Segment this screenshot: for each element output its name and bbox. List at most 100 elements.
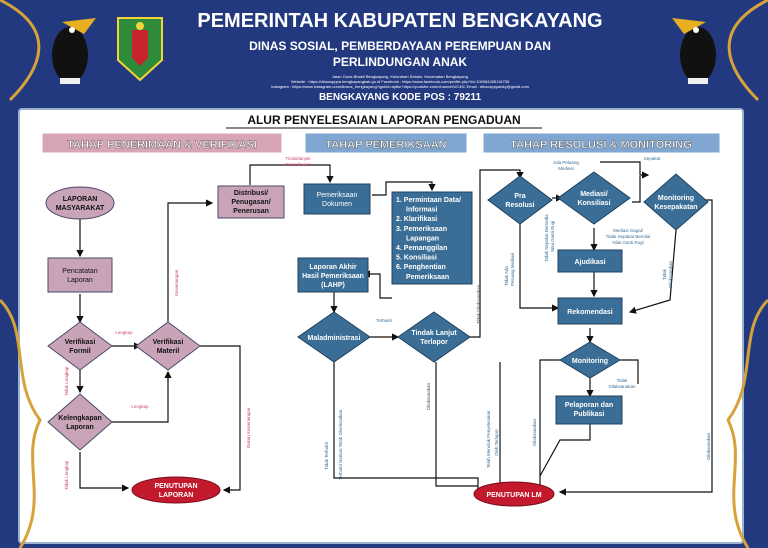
label-pra-resolusi-1: Pra xyxy=(514,193,525,200)
node-distribusi xyxy=(217,185,285,219)
edge-label-telah-menolak-2: Oleh Terlapor xyxy=(494,429,499,456)
header-website: Website : https://dinsospppa.bengkayangk… xyxy=(290,79,510,84)
label-monitoring-kesepakatan-1: Monitoring xyxy=(658,195,694,202)
edge-label-tindaklanjuti-1: Tindaklanjuti xyxy=(285,156,310,161)
langkah-line-3: 2. Klarifikasi xyxy=(396,216,437,223)
edge-label-tidak-dilaksanakan-1: Tidak Dilaksanakan xyxy=(476,284,481,324)
header-subtitle: DINAS SOSIAL, PEMBERDAYAAN PEREMPUAN DAN… xyxy=(170,38,630,70)
label-rekomendasi: Rekomendasi xyxy=(567,309,613,316)
edge-label-bukan-kewenangan: Bukan Kewenangan xyxy=(246,407,251,448)
label-pemeriksaan-2: Dokumen xyxy=(322,201,352,208)
edge-label-tidak-dilaksanakan-3b: Dilaksanakan xyxy=(608,384,636,389)
node-laporan-masyarakat xyxy=(45,186,115,220)
diagram-panel xyxy=(18,108,744,544)
label-pemeriksaan-1: Pemeriksaan xyxy=(317,192,358,199)
node-pelaporan xyxy=(555,395,623,425)
label-monitoring: Monitoring xyxy=(572,358,608,365)
node-monitoring-kesepakatan xyxy=(643,173,709,231)
edge-label-tidak-sepakat-1: Tidak Sepakat Bersedia xyxy=(544,214,549,262)
langkah-line-9: Pemeriksaan xyxy=(406,274,449,281)
label-pencatatan-1: Pencatatan xyxy=(62,268,98,275)
stage-header-penerimaan xyxy=(41,132,283,154)
edge-label-tidak-lengkap-2: Tidak Lengkap xyxy=(64,460,69,490)
label-distribusi-1: Distribusi/ xyxy=(234,190,268,197)
label-pelaporan-2: Publikasi xyxy=(574,411,605,418)
diagram-title: ALUR PENYELESAIAN LAPORAN PENGADUAN xyxy=(247,113,520,127)
header-social: Instagram : https://www.instagram.com/di… xyxy=(271,84,529,89)
label-lahp-2: Hasil Pemeriksaan xyxy=(302,273,364,280)
label-pra-resolusi-2: Resolusi xyxy=(505,202,534,209)
label-mediasi-1: Mediasi/ xyxy=(580,191,608,198)
langkah-line-2: Informasi xyxy=(406,207,438,214)
langkah-line-6: 4. Pemanggilan xyxy=(396,245,447,252)
node-pemeriksaan-dokumen xyxy=(303,183,371,215)
node-kelengkapan xyxy=(47,393,113,451)
edge-label-telah-menolak-1: Telah Menolak Penyelesaian xyxy=(486,410,491,468)
edge-label-tidak-ada-peluang-2: Peluang Mediasi xyxy=(510,253,515,286)
node-maladministrasi xyxy=(297,311,371,363)
node-lahp xyxy=(297,257,369,293)
label-verifikasi-formil-2: Formil xyxy=(69,348,90,355)
edge-label-mediasi-gagal-1: Mediasi Gagal/ xyxy=(613,228,644,233)
node-verifikasi-materil xyxy=(135,321,201,371)
edge-label-lengkap-2: Lengkap xyxy=(131,404,149,409)
edge-label-mediasi-gagal-3: Nilai Ganti Rugi xyxy=(612,240,643,245)
header-title: PEMERINTAH KABUPATEN BENGKAYANG xyxy=(197,10,603,32)
label-penutupan-lm: PENUTUPAN LM xyxy=(486,492,541,499)
langkah-line-8: 6. Penghentian xyxy=(396,264,446,271)
node-pencatatan xyxy=(47,257,113,293)
edge-label-dilaksanakan-1: Dilaksanakan xyxy=(426,382,431,410)
header-kodepos: BENGKAYANG KODE POS : 79211 xyxy=(318,92,482,103)
stage-label-resolusi: TAHAP RESOLUSI & MONITORING xyxy=(510,139,692,151)
edge-label-tidak-ada-peluang-1: Tidak Ada xyxy=(504,266,509,286)
node-penutupan-laporan xyxy=(131,476,221,504)
edge-label-tidak-terbukti-1: Tidak Terbukti xyxy=(324,442,329,470)
edge-label-ada-peluang-2: Mediasi xyxy=(558,166,574,171)
node-langkah-pemeriksaan xyxy=(391,191,473,285)
label-pelaporan-1: Pelaporan dan xyxy=(565,402,613,409)
edge-label-tidak-sepakat-2: Nilai Ganti Rugi xyxy=(550,221,555,252)
stage-label-pemeriksaan: TAHAP PEMERIKSAAN xyxy=(325,139,446,151)
label-distribusi-3: Penerusan xyxy=(233,208,269,215)
edge-label-ada-peluang-1: Ada Peluang xyxy=(553,160,579,165)
header-subtitle-line-1: DINAS SOSIAL, PEMBERDAYAAN PEREMPUAN DAN xyxy=(249,39,551,53)
node-ajudikasi xyxy=(557,249,623,273)
node-verifikasi-formil xyxy=(47,321,113,371)
edge-label-kewenangan: Kewenangan xyxy=(174,269,179,296)
edge-label-terbukti: Terbukti xyxy=(376,318,392,323)
langkah-line-1: 1. Permintaan Data/ xyxy=(396,197,461,204)
label-laporan-masyarakat-2: MASYARAKAT xyxy=(56,205,105,212)
label-maladministrasi: Maladministrasi xyxy=(308,335,361,342)
hornbill-left-icon xyxy=(52,18,96,84)
label-ajudikasi: Ajudikasi xyxy=(574,259,605,266)
hornbill-right-icon xyxy=(672,18,716,84)
label-lahp-1: Laporan Akhir xyxy=(309,264,356,271)
label-lahp-3: (LAHP) xyxy=(321,282,345,289)
node-mediasi xyxy=(557,171,631,225)
ornament-right-icon xyxy=(726,298,768,548)
node-tindak-lanjut xyxy=(397,311,471,363)
label-tindak-lanjut-2: Terlapor xyxy=(420,339,448,346)
label-pencatatan-2: Laporan xyxy=(67,277,93,284)
edge-label-sepakat: Sepakat xyxy=(644,156,661,161)
label-distribusi-2: Penugasan/ xyxy=(231,199,270,206)
edge-label-lengkap-1: Lengkap xyxy=(115,330,133,335)
ornament-left-icon xyxy=(0,298,42,548)
edge-label-tidak-dilaksanakan-3a: Tidak xyxy=(617,378,629,383)
langkah-line-7: 5. Konsiliasi xyxy=(396,255,437,262)
node-penutupan-lm xyxy=(473,481,555,507)
edge-label-tidak-dilaksanakan-2b: Dilaksanakan xyxy=(668,260,673,288)
langkah-line-4: 3. Pemeriksaan xyxy=(396,226,447,233)
label-tindak-lanjut-1: Tindak Lanjut xyxy=(411,330,457,337)
label-verifikasi-formil-1: Verifikasi xyxy=(65,339,96,346)
header-subtitle-line-2: PERLINDUNGAN ANAK xyxy=(332,55,468,69)
label-kelengkapan-2: Laporan xyxy=(66,424,94,431)
label-mediasi-2: Konsiliasi xyxy=(577,200,610,207)
edge-label-tidak-terbukti-2: Terbukti Namun Telah Diselesaikan xyxy=(338,409,343,480)
node-monitoring xyxy=(559,341,621,379)
header-address: Jalan Guna Bhakti Bengkayang, Kelurahan … xyxy=(332,74,468,79)
label-laporan-masyarakat-1: LAPORAN xyxy=(63,196,98,203)
kabupaten-logo-icon xyxy=(117,17,163,82)
langkah-line-5: Lapangan xyxy=(406,235,439,242)
